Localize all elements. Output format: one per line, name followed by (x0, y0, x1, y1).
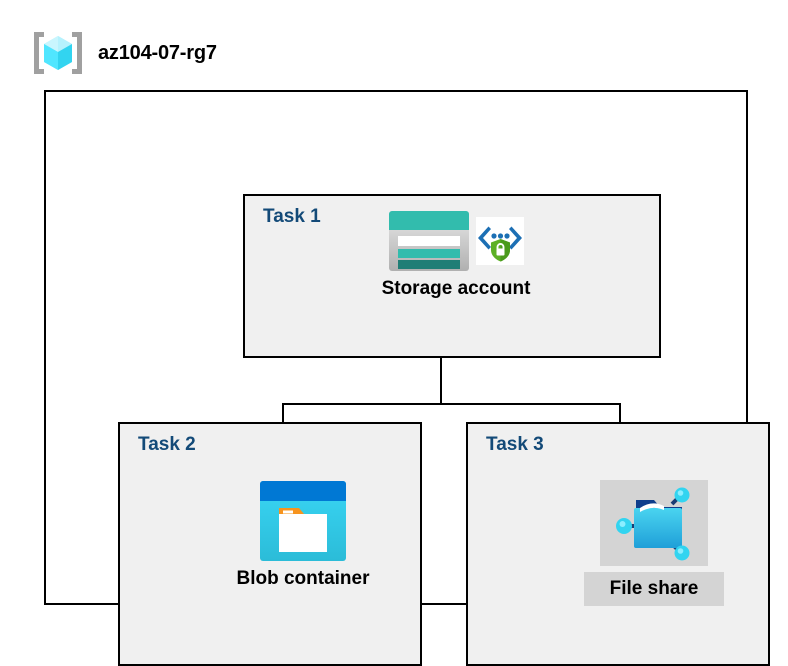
file-share-node: File share (554, 480, 754, 606)
task-2-label: Task 2 (138, 434, 196, 455)
task-3-label: Task 3 (486, 434, 544, 455)
resource-group-container: Task 1 (44, 90, 770, 666)
resource-group-header: az104-07-rg7 (30, 28, 217, 78)
azure-resource-group-icon (30, 28, 86, 78)
connector-horizontal-bus (282, 403, 621, 405)
connector-storage-trunk (440, 324, 442, 404)
task-1-label: Task 1 (263, 206, 321, 227)
storage-account-node: Storage account (331, 210, 581, 300)
resource-group-name: az104-07-rg7 (98, 41, 217, 64)
blob-container-icon (259, 480, 347, 562)
storage-account-icon-row (388, 210, 524, 272)
task-3-box: Task 3 (466, 422, 770, 666)
file-share-caption: File share (583, 572, 725, 606)
blob-container-node: Blob container (198, 480, 408, 590)
secure-endpoint-shield-icon (476, 217, 524, 265)
file-share-icon (600, 480, 708, 566)
storage-account-caption: Storage account (381, 278, 531, 299)
blob-container-caption: Blob container (236, 568, 370, 589)
storage-account-icon (388, 210, 470, 272)
